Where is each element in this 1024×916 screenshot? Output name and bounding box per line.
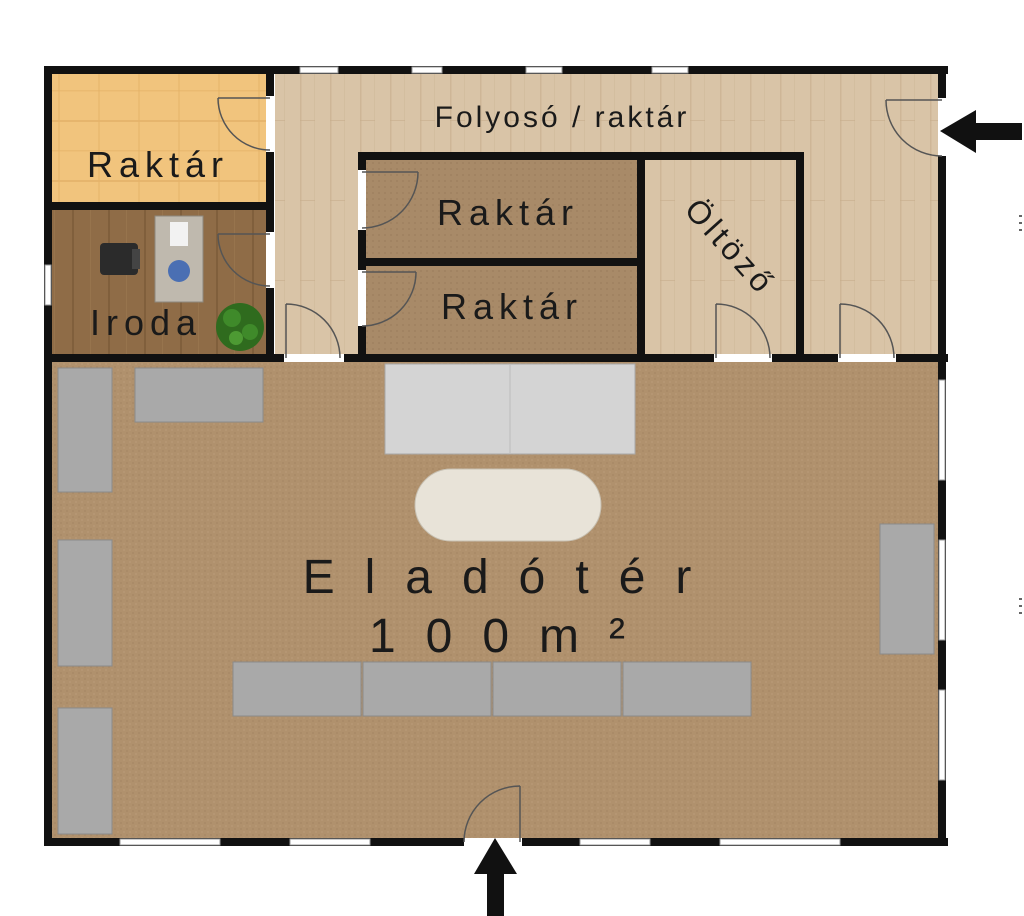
office-label: Iroda [90, 302, 202, 343]
storage-top-left-floor [50, 72, 272, 206]
storage-upper-label: Raktár [437, 192, 579, 233]
office-furniture [100, 215, 264, 351]
shelf [879, 523, 935, 655]
windows [44, 66, 946, 846]
storage-lower-label: Raktár [441, 286, 583, 327]
shelf [362, 661, 492, 717]
arrow-up-icon [474, 838, 517, 916]
shelf [57, 539, 113, 667]
storage-lower-floor [364, 265, 640, 357]
flower-vase-icon [168, 260, 190, 282]
sales-area-label: 100m² [369, 610, 655, 663]
sales-floor-label: Eladótér [303, 551, 722, 604]
office-chair [100, 243, 138, 275]
sales-fixtures [57, 363, 935, 835]
corridor-label: Folyosó / raktár [435, 101, 690, 134]
shelf [57, 367, 113, 493]
shelf [232, 661, 362, 717]
display-table [414, 468, 602, 542]
changing-room-floor [645, 158, 800, 357]
shelf [134, 367, 264, 423]
storage-top-left-label: Raktár [87, 144, 229, 185]
arrow-left-icon [940, 110, 1022, 153]
storage-upper-floor [364, 158, 640, 262]
shelf [492, 661, 622, 717]
shelf [622, 661, 752, 717]
shelf [57, 707, 113, 835]
plant-icon [216, 303, 264, 351]
edge-marks [1019, 215, 1022, 614]
